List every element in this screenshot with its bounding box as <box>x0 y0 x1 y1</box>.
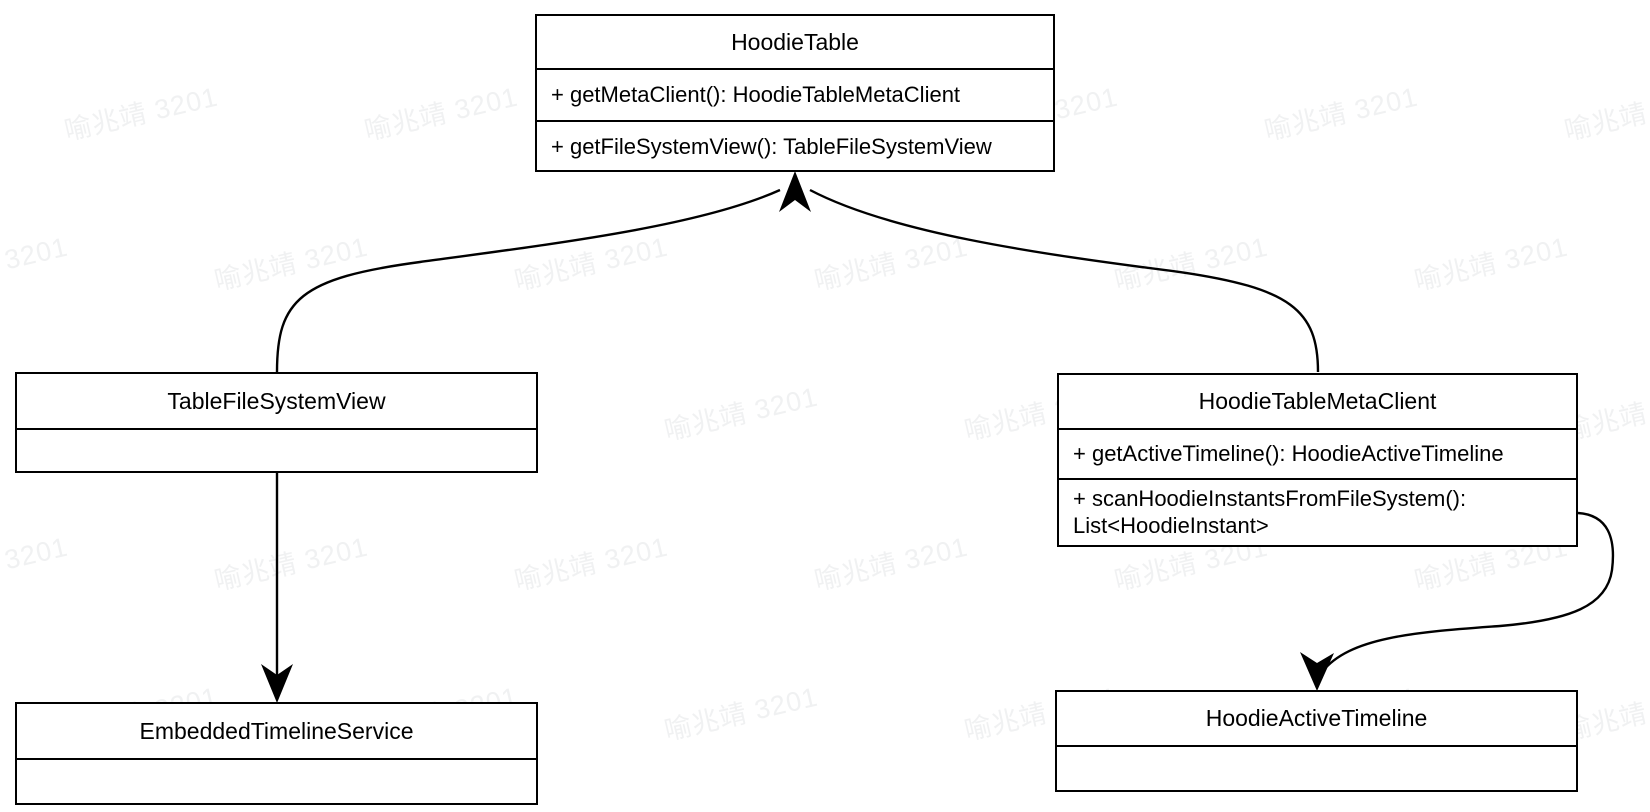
class-box-hoodie-table[interactable]: HoodieTable + getMetaClient(): HoodieTab… <box>535 14 1055 172</box>
class-title-hoodie-table: HoodieTable <box>537 16 1053 70</box>
class-title-hoodie-active-timeline: HoodieActiveTimeline <box>1057 692 1576 747</box>
class-box-hoodie-table-meta-client[interactable]: HoodieTableMetaClient + getActiveTimelin… <box>1057 373 1578 547</box>
class-member-hoodie-table-meta-client-1: + scanHoodieInstantsFromFileSystem(): Li… <box>1073 485 1467 538</box>
class-title-hoodie-table-meta-client: HoodieTableMetaClient <box>1059 375 1576 430</box>
edge-hoodietablemetaclient-to-hoodieactivetimeline <box>1300 511 1615 691</box>
class-member-hoodie-table-1: + getFileSystemView(): TableFileSystemVi… <box>551 134 992 159</box>
class-title-embedded-timeline-service: EmbeddedTimelineService <box>17 704 536 760</box>
class-title-table-file-system-view: TableFileSystemView <box>17 374 536 430</box>
class-box-hoodie-active-timeline[interactable]: HoodieActiveTimeline <box>1055 690 1578 792</box>
class-member-hoodie-table-meta-client-0: + getActiveTimeline(): HoodieActiveTimel… <box>1059 430 1576 480</box>
class-member-hoodie-table-0: + getMetaClient(): HoodieTableMetaClient <box>537 70 1053 122</box>
class-member-table-file-system-view-0 <box>17 430 536 473</box>
class-member-hoodie-active-timeline-0 <box>1057 747 1576 792</box>
class-box-table-file-system-view[interactable]: TableFileSystemView <box>15 372 538 473</box>
arrowhead-into-hoodietable <box>779 171 811 212</box>
edge-tablefilesystemview-to-embeddedtimelineservice <box>261 473 293 703</box>
edge-hoodietablemetaclient-to-hoodietable <box>809 188 1320 373</box>
edge-tablefilesystemview-to-hoodietable <box>275 188 781 373</box>
class-box-embedded-timeline-service[interactable]: EmbeddedTimelineService <box>15 702 538 805</box>
class-member-embedded-timeline-service-0 <box>17 760 536 805</box>
